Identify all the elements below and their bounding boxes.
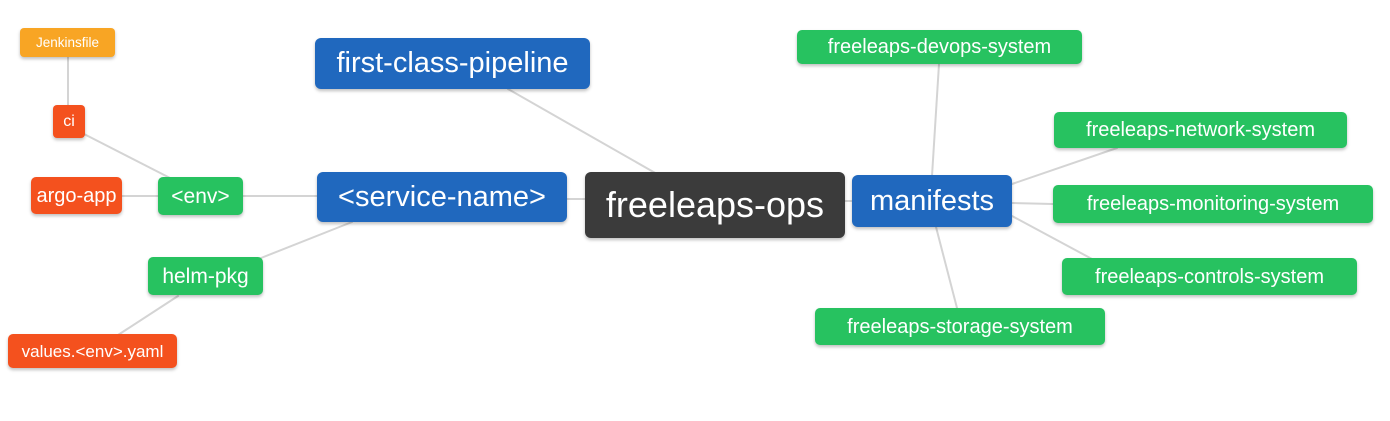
node-freeleaps-devops-system[interactable]: freeleaps-devops-system — [797, 30, 1082, 64]
node-values-env-yaml[interactable]: values.<env>.yaml — [8, 334, 177, 368]
node-ci[interactable]: ci — [53, 105, 85, 138]
node-freeleaps-storage-system[interactable]: freeleaps-storage-system — [815, 308, 1105, 345]
edge-manifests-storage — [935, 226, 958, 309]
edge-helm-pkg-service-name — [260, 221, 353, 259]
edge-manifests-devops — [931, 63, 940, 177]
node-first-class-pipeline[interactable]: first-class-pipeline — [315, 38, 590, 89]
node-env[interactable]: <env> — [158, 177, 243, 215]
edge-values-helm-pkg — [117, 295, 179, 336]
node-freeleaps-monitoring-system[interactable]: freeleaps-monitoring-system — [1053, 185, 1373, 223]
edge-pipeline-freeleaps-ops — [507, 88, 658, 175]
node-argo-app[interactable]: argo-app — [31, 177, 122, 214]
node-service-name[interactable]: <service-name> — [317, 172, 567, 222]
edge-manifests-network — [1011, 147, 1118, 185]
node-manifests[interactable]: manifests — [852, 175, 1012, 227]
edge-manifests-controls — [1011, 215, 1093, 260]
node-helm-pkg[interactable]: helm-pkg — [148, 257, 263, 295]
node-freeleaps-controls-system[interactable]: freeleaps-controls-system — [1062, 258, 1357, 295]
node-freeleaps-network-system[interactable]: freeleaps-network-system — [1054, 112, 1347, 148]
edge-ci-env — [83, 133, 173, 180]
node-jenkinsfile[interactable]: Jenkinsfile — [20, 28, 115, 57]
edge-manifests-monitoring — [1011, 202, 1054, 205]
node-freeleaps-ops[interactable]: freeleaps-ops — [585, 172, 845, 238]
